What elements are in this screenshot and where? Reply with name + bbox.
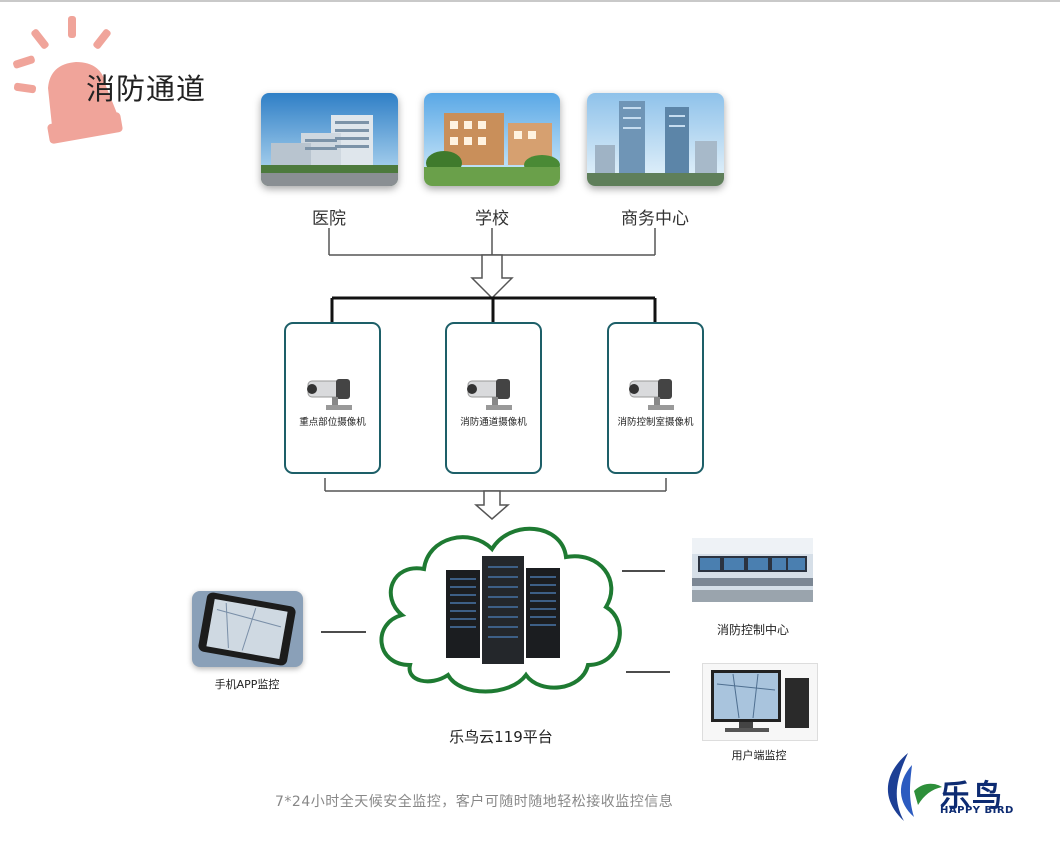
school-photo (424, 93, 560, 186)
arrow-down-1 (470, 254, 514, 300)
page-title: 消防通道 (86, 72, 207, 106)
mobile-app-label: 手机APP监控 (214, 678, 280, 691)
camera-icon (307, 379, 352, 410)
site-label-school: 学校 (475, 209, 509, 229)
camera-label-key-area: 重点部位摄像机 (299, 417, 366, 428)
server-rack-icon (446, 556, 560, 664)
arrow-down-2 (474, 490, 510, 520)
control-center-label: 消防控制中心 (716, 623, 789, 637)
hospital-photo (261, 93, 398, 186)
site-label-hospital: 医院 (312, 209, 346, 229)
alarm-light-icon (13, 16, 123, 144)
monitor-map-icon (702, 663, 818, 741)
control-room-photo (692, 538, 813, 602)
site-label-business-center: 商务中心 (621, 209, 689, 229)
camera-icon (629, 379, 674, 410)
camera-icon (467, 379, 512, 410)
tablet-map-icon (192, 591, 303, 667)
brand-name-en: HAPPY BIRD (940, 805, 1014, 816)
user-terminal-label: 用户端监控 (731, 749, 787, 762)
camera-label-fire-passage: 消防通道摄像机 (460, 417, 527, 428)
brand-name-cn: 乐鸟 (940, 779, 1004, 814)
camera-label-control-room: 消防控制室摄像机 (617, 417, 694, 428)
platform-label: 乐鸟云119平台 (449, 728, 553, 746)
happy-bird-logo (887, 753, 942, 821)
footer-slogan: 7*24小时全天候安全监控，客户可随时随地轻松接收监控信息 (275, 794, 674, 810)
business-center-photo (587, 93, 724, 186)
top-divider (0, 0, 1060, 2)
